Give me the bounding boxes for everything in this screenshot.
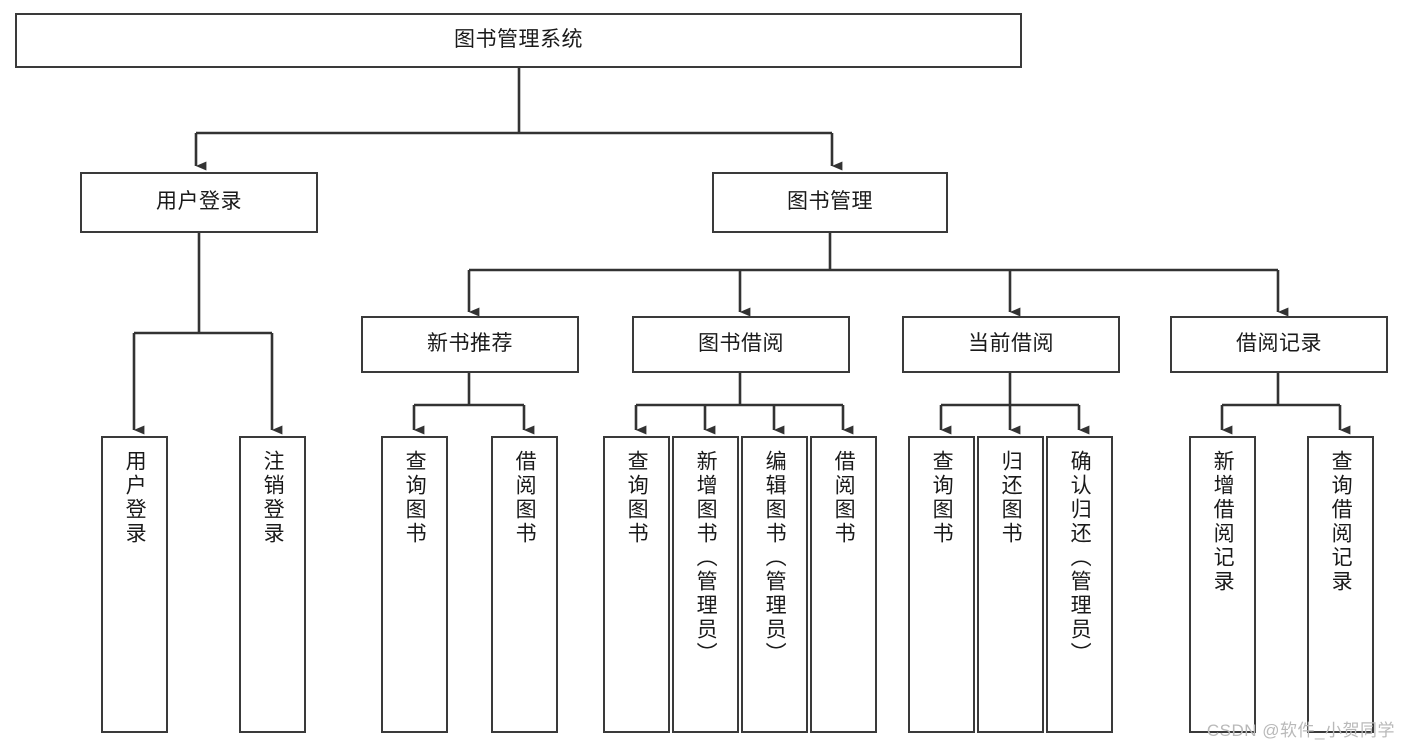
leaf-return-book[interactable]: 归还图书	[977, 436, 1044, 733]
node-current-borrow[interactable]: 当前借阅	[902, 316, 1120, 373]
leaf-logout-login[interactable]: 注销登录	[239, 436, 306, 733]
node-user-login[interactable]: 用户登录	[80, 172, 318, 233]
node-label: 查询借阅记录	[1329, 450, 1353, 594]
node-label: 新增图书（管理员）	[694, 450, 718, 666]
node-label: 编辑图书（管理员）	[763, 450, 787, 666]
node-label: 借阅图书	[832, 450, 856, 546]
node-label: 确认归还（管理员）	[1068, 450, 1092, 666]
leaf-confirm-return-admin[interactable]: 确认归还（管理员）	[1046, 436, 1113, 733]
node-root-system[interactable]: 图书管理系统	[15, 13, 1022, 68]
node-label: 用户登录	[156, 190, 242, 214]
leaf-add-borrow-record[interactable]: 新增借阅记录	[1189, 436, 1256, 733]
leaf-add-book-admin[interactable]: 新增图书（管理员）	[672, 436, 739, 733]
node-label: 查询图书	[930, 450, 954, 546]
node-label: 新增借阅记录	[1211, 450, 1235, 594]
node-book-borrow[interactable]: 图书借阅	[632, 316, 850, 373]
node-label: 图书管理	[787, 190, 873, 214]
leaf-borrow-book-borrow[interactable]: 借阅图书	[810, 436, 877, 733]
node-borrow-record[interactable]: 借阅记录	[1170, 316, 1388, 373]
node-label: 注销登录	[261, 450, 285, 546]
leaf-borrow-book-recommend[interactable]: 借阅图书	[491, 436, 558, 733]
leaf-query-book-borrow[interactable]: 查询图书	[603, 436, 670, 733]
node-label: 查询图书	[403, 450, 427, 546]
node-label: 借阅记录	[1236, 332, 1322, 356]
leaf-query-book-recommend[interactable]: 查询图书	[381, 436, 448, 733]
node-label: 借阅图书	[513, 450, 537, 546]
node-new-book-recommend[interactable]: 新书推荐	[361, 316, 579, 373]
node-label: 当前借阅	[968, 332, 1054, 356]
node-label: 查询图书	[625, 450, 649, 546]
node-label: 归还图书	[999, 450, 1023, 546]
leaf-edit-book-admin[interactable]: 编辑图书（管理员）	[741, 436, 808, 733]
node-label: 图书借阅	[698, 332, 784, 356]
node-label: 图书管理系统	[454, 28, 583, 52]
node-label: 用户登录	[123, 450, 147, 546]
leaf-query-book-current[interactable]: 查询图书	[908, 436, 975, 733]
leaf-user-login[interactable]: 用户登录	[101, 436, 168, 733]
node-book-manage[interactable]: 图书管理	[712, 172, 948, 233]
node-label: 新书推荐	[427, 332, 513, 356]
csdn-watermark: CSDN @软件_小贺同学	[1206, 721, 1395, 740]
leaf-query-borrow-record[interactable]: 查询借阅记录	[1307, 436, 1374, 733]
